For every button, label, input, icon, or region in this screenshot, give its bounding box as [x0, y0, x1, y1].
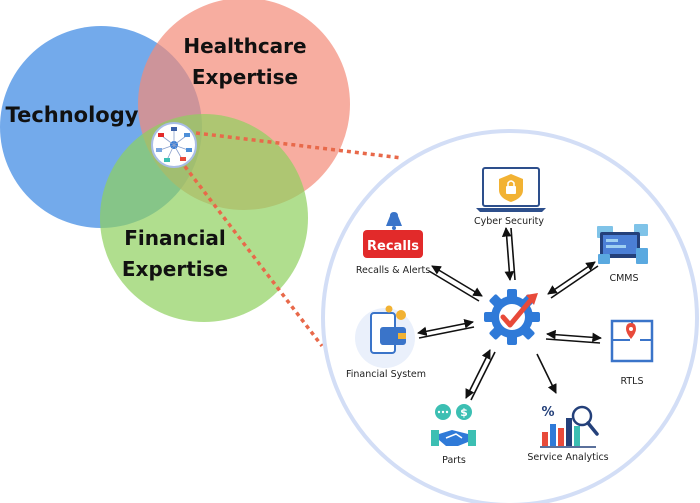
- svg-text:$: $: [460, 406, 468, 419]
- analytics-magnifier-icon: %: [540, 405, 599, 448]
- service-analytics-label: Service Analytics: [527, 452, 608, 463]
- svg-text:%: %: [541, 405, 554, 420]
- handshake-icon: $: [431, 404, 476, 446]
- recalls-bell-icon: Recalls: [363, 212, 423, 258]
- arrow-parts: [465, 349, 491, 399]
- node-cmms: CMMS: [597, 224, 648, 284]
- laptop-shield-icon: [476, 167, 546, 212]
- venn-circles: [0, 0, 350, 322]
- financial-label-line1: Financial: [124, 226, 226, 250]
- cmms-label: CMMS: [609, 273, 638, 284]
- zoom-connector-bottom: [178, 158, 324, 348]
- arrow-financial-system: [417, 318, 474, 337]
- arrow-recalls-alerts: [431, 265, 483, 297]
- financial-circle: [100, 114, 308, 322]
- node-service-analytics: % Service Analytics: [527, 405, 608, 463]
- recalls-badge-text: Recalls: [367, 239, 419, 254]
- cmms-screens-icon: [597, 224, 648, 264]
- rtls-label: RTLS: [620, 376, 643, 387]
- financial-system-label: Financial System: [346, 369, 426, 380]
- financial-label-line2: Expertise: [122, 257, 228, 281]
- map-pin-icon: [610, 319, 654, 363]
- arrow-cyber-security: [501, 227, 515, 281]
- cyber-security-label: Cyber Security: [474, 216, 544, 227]
- parts-label: Parts: [442, 455, 466, 466]
- node-financial-system: Financial System: [346, 305, 426, 380]
- wallet-phone-icon: [355, 305, 415, 368]
- arrow-cmms: [547, 261, 596, 295]
- node-recalls-alerts: Recalls Recalls & Alerts: [356, 212, 430, 276]
- arrow-rtls: [546, 329, 602, 343]
- hub-arrows: [417, 227, 602, 401]
- node-parts: $ Parts: [431, 404, 476, 466]
- venn-center-thumbnail: [151, 122, 197, 168]
- healthcare-label-line2: Expertise: [192, 65, 298, 89]
- zoom-connectors: [178, 131, 403, 348]
- recalls-alerts-label: Recalls & Alerts: [356, 265, 430, 276]
- arrow-service-analytics: [536, 353, 557, 394]
- gear-check-icon: [484, 289, 540, 345]
- technology-label: Technology: [6, 103, 139, 127]
- node-rtls: RTLS: [610, 319, 654, 387]
- zoom-connector-top: [195, 131, 403, 160]
- healthcare-label-line1: Healthcare: [183, 34, 306, 58]
- node-cyber-security: Cyber Security: [474, 167, 546, 227]
